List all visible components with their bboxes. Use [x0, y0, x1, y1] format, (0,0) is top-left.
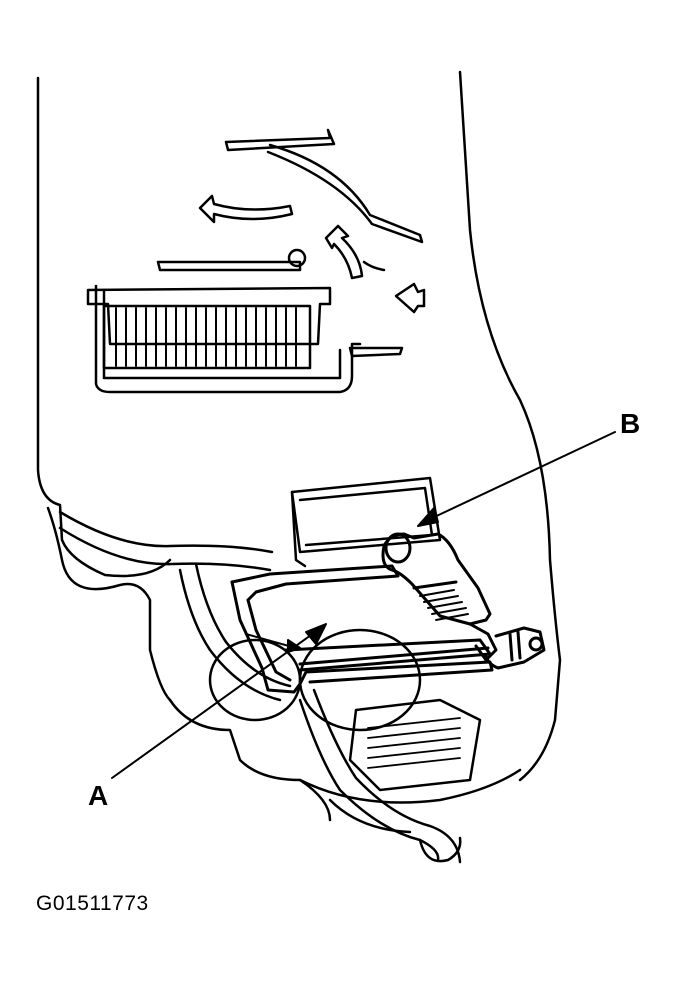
airflow-arrows — [198, 128, 426, 358]
lower-duct — [290, 476, 442, 568]
callout-label-a: A — [88, 780, 109, 811]
leader-line-a — [111, 623, 327, 779]
part-a-bracket — [230, 564, 494, 694]
refrigerant-pipes — [58, 510, 462, 864]
figure-id: G01511773 — [36, 892, 149, 915]
upper-core-assembly — [86, 248, 362, 394]
housing-outline — [36, 70, 562, 822]
blower-assembly — [208, 628, 522, 834]
part-b-sensor — [381, 532, 546, 670]
leader-line-b — [417, 431, 616, 527]
callout-label-b: B — [620, 408, 641, 439]
